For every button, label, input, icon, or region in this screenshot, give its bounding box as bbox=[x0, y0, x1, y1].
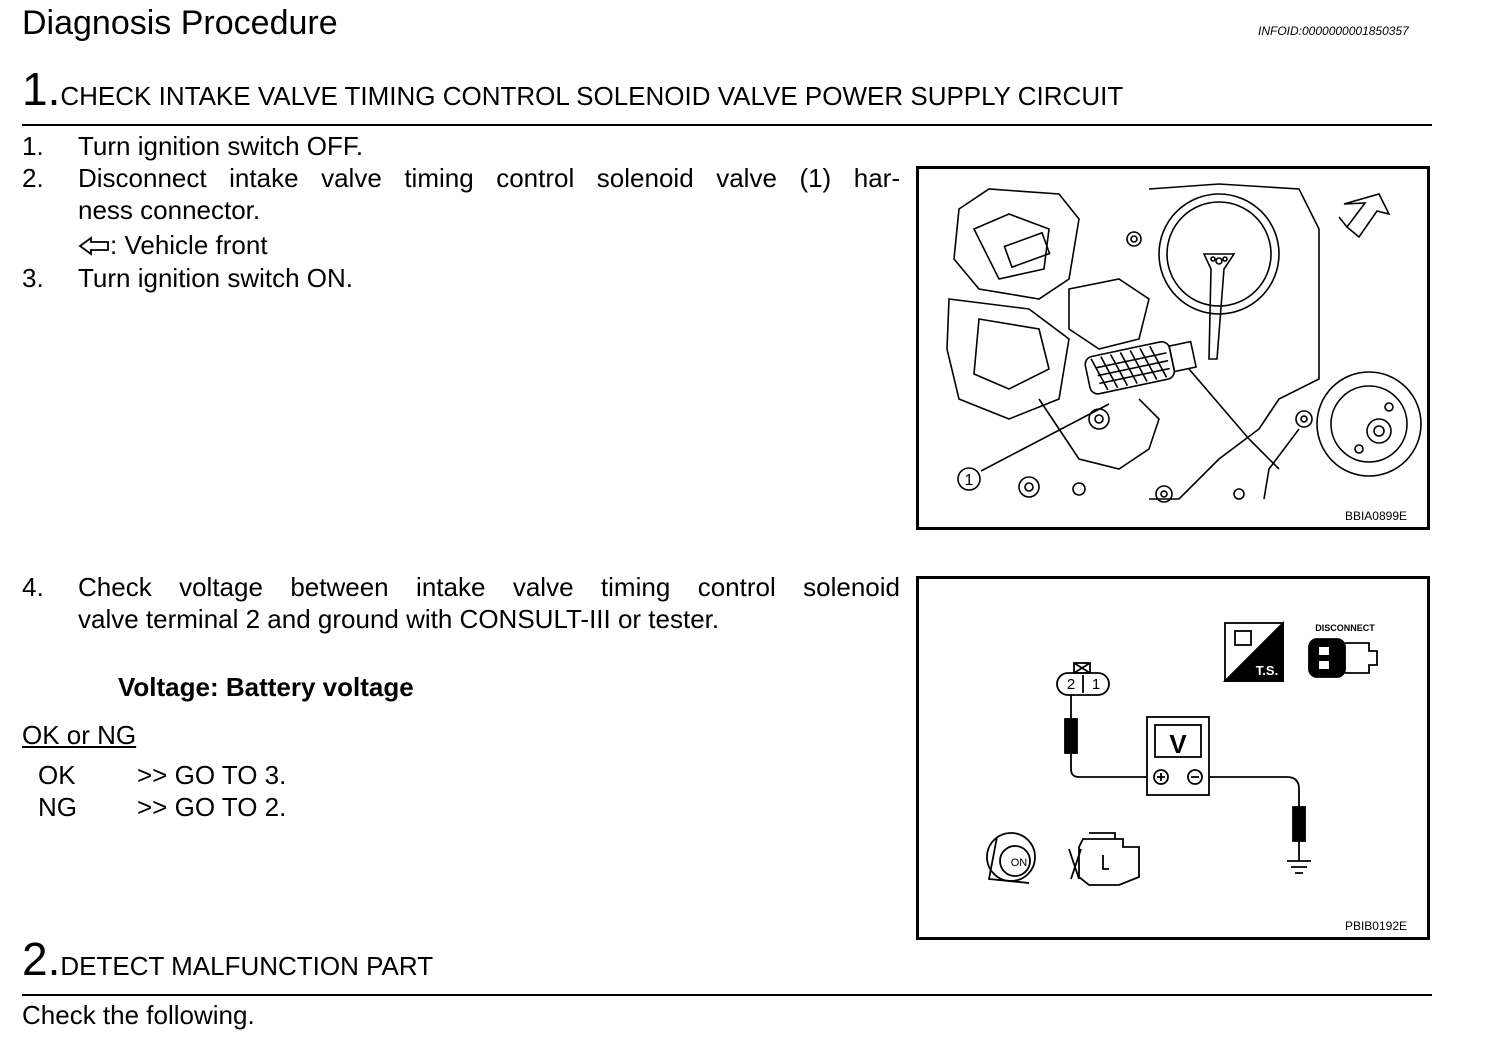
step-1-divider bbox=[22, 124, 1432, 126]
result-ng-label: NG bbox=[38, 792, 77, 822]
list-item-4-text-line1: Check voltage between intake valve timin… bbox=[78, 572, 900, 602]
engine-figure-id: BBIA0899E bbox=[1344, 509, 1407, 523]
list-item-2-text-line2: ness connector. bbox=[78, 195, 261, 225]
result-ng-action: >> GO TO 2. bbox=[137, 792, 287, 822]
result-heading: OK or NG bbox=[22, 720, 137, 750]
callout-circle bbox=[957, 467, 981, 491]
step-1-heading: 1.CHECK INTAKE VALVE TIMING CONTROL SOLE… bbox=[22, 66, 1123, 112]
list-item-3-number: 3. bbox=[22, 263, 44, 293]
vehicle-front-arrow-icon bbox=[78, 236, 109, 256]
info-id: INFOID:0000000001850357 bbox=[1258, 24, 1409, 38]
list-item-3-text: Turn ignition switch ON. bbox=[78, 263, 354, 293]
ignition-on-label: ON bbox=[1011, 857, 1028, 869]
engine-figure: 1 BBIA0899E bbox=[916, 166, 1430, 530]
connector-pin-1: 1 bbox=[1092, 676, 1100, 693]
page-title: Diagnosis Procedure bbox=[22, 4, 338, 42]
list-item-4-text-line2: valve terminal 2 and ground with CONSULT… bbox=[78, 604, 720, 634]
vehicle-front-note: : Vehicle front bbox=[78, 230, 268, 261]
list-item-1-number: 1. bbox=[22, 131, 44, 161]
result-ok-label: OK bbox=[38, 760, 76, 790]
step-2-text: Check the following. bbox=[22, 1000, 255, 1030]
step-2-number: 2. bbox=[22, 933, 61, 985]
step-1-number: 1. bbox=[22, 63, 61, 115]
list-item-1-text: Turn ignition switch OFF. bbox=[78, 131, 364, 161]
voltmeter-label: V bbox=[1169, 729, 1187, 759]
circuit-figure: 2 1 V T.S. DISCONNECT ON PBIB0192E bbox=[916, 576, 1430, 940]
circuit-figure-id: PBIB0192E bbox=[1344, 919, 1407, 933]
engine-callout-number: 1 bbox=[965, 472, 974, 489]
step-2-title: DETECT MALFUNCTION PART bbox=[60, 951, 434, 981]
disconnect-label: DISCONNECT bbox=[1315, 623, 1375, 633]
connector-pin-2: 2 bbox=[1067, 676, 1075, 693]
list-item-4-number: 4. bbox=[22, 572, 44, 602]
voltage-spec: Voltage: Battery voltage bbox=[118, 672, 414, 702]
list-item-2-number: 2. bbox=[22, 163, 44, 193]
step-2-heading: 2.DETECT MALFUNCTION PART bbox=[22, 936, 433, 982]
result-ok-action: >> GO TO 3. bbox=[137, 760, 287, 790]
engine-illustration: 1 bbox=[946, 183, 1422, 503]
step-1-title: CHECK INTAKE VALVE TIMING CONTROL SOLENO… bbox=[60, 81, 1124, 111]
list-item-2-text-line1: Disconnect intake valve timing control s… bbox=[78, 163, 900, 193]
ts-label: T.S. bbox=[1256, 663, 1278, 678]
vehicle-front-label: : Vehicle front bbox=[110, 230, 268, 260]
circuit-diagram: 2 1 V T.S. DISCONNECT ON bbox=[986, 620, 1378, 886]
step-2-divider bbox=[22, 994, 1432, 996]
